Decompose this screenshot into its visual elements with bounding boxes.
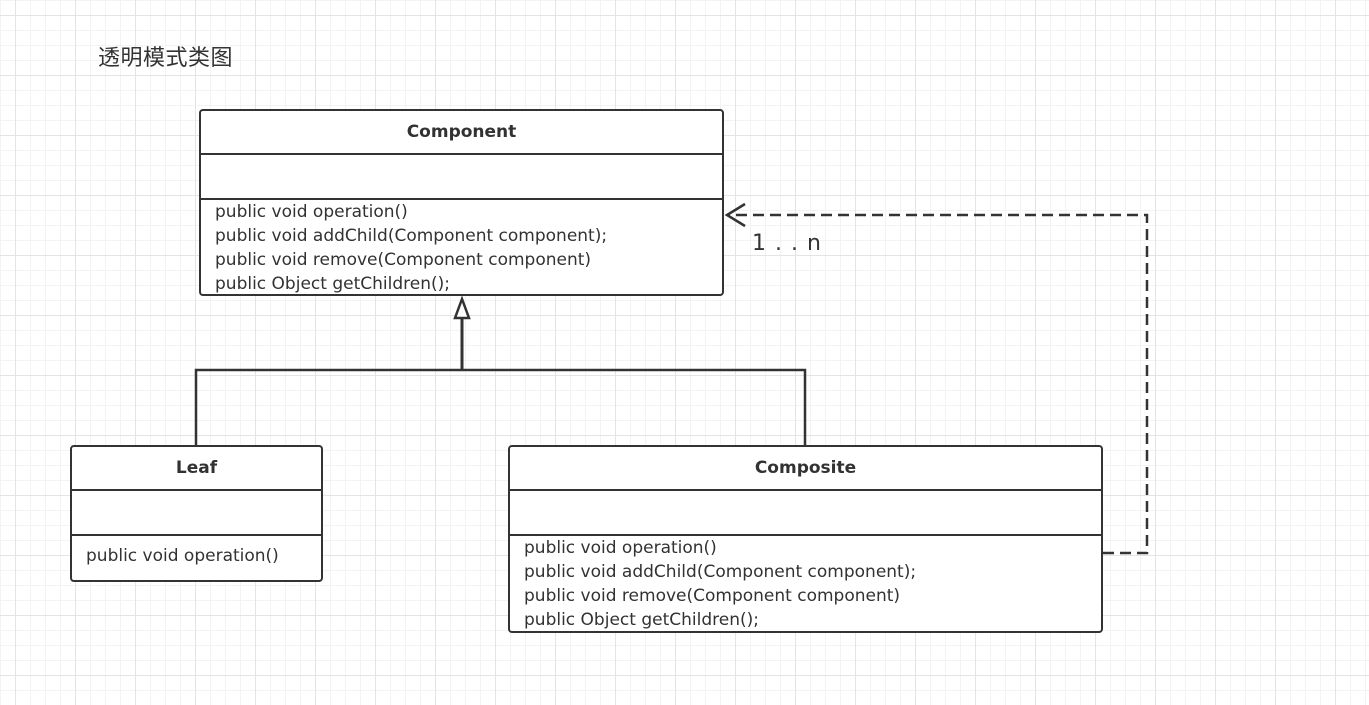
class-methods: public void operation()	[72, 536, 321, 568]
class-attributes	[510, 491, 1101, 536]
generalization-arrowhead	[453, 295, 471, 320]
class-name: Composite	[510, 447, 1101, 491]
method-row: public Object getChildren();	[215, 274, 450, 294]
class-name: Leaf	[72, 447, 321, 491]
method-row: public void operation()	[86, 546, 279, 566]
class-name: Component	[201, 111, 722, 155]
class-leaf[interactable]: Leaf public void operation()	[70, 445, 323, 582]
diagram-title: 透明模式类图	[98, 46, 234, 71]
method-row: public void remove(Component component)	[524, 586, 901, 606]
method-row: public void operation()	[215, 202, 408, 222]
method-row: public void addChild(Component component…	[215, 226, 608, 246]
class-methods: public void operation() public void addC…	[201, 200, 722, 294]
method-row: public void operation()	[524, 538, 717, 558]
generalization-line[interactable]	[194, 368, 807, 445]
class-attributes	[201, 155, 722, 200]
method-row: public Object getChildren();	[524, 610, 759, 630]
class-attributes	[72, 491, 321, 536]
class-composite[interactable]: Composite public void operation() public…	[508, 445, 1103, 633]
class-component[interactable]: Component public void operation() public…	[199, 109, 724, 296]
method-row: public void addChild(Component component…	[524, 562, 917, 582]
association-arrowhead	[724, 202, 746, 228]
class-methods: public void operation() public void addC…	[510, 536, 1101, 631]
method-row: public void remove(Component component)	[215, 250, 592, 270]
association-dashed-line[interactable]	[727, 213, 1149, 555]
association-multiplicity: 1 . . n	[752, 231, 822, 256]
